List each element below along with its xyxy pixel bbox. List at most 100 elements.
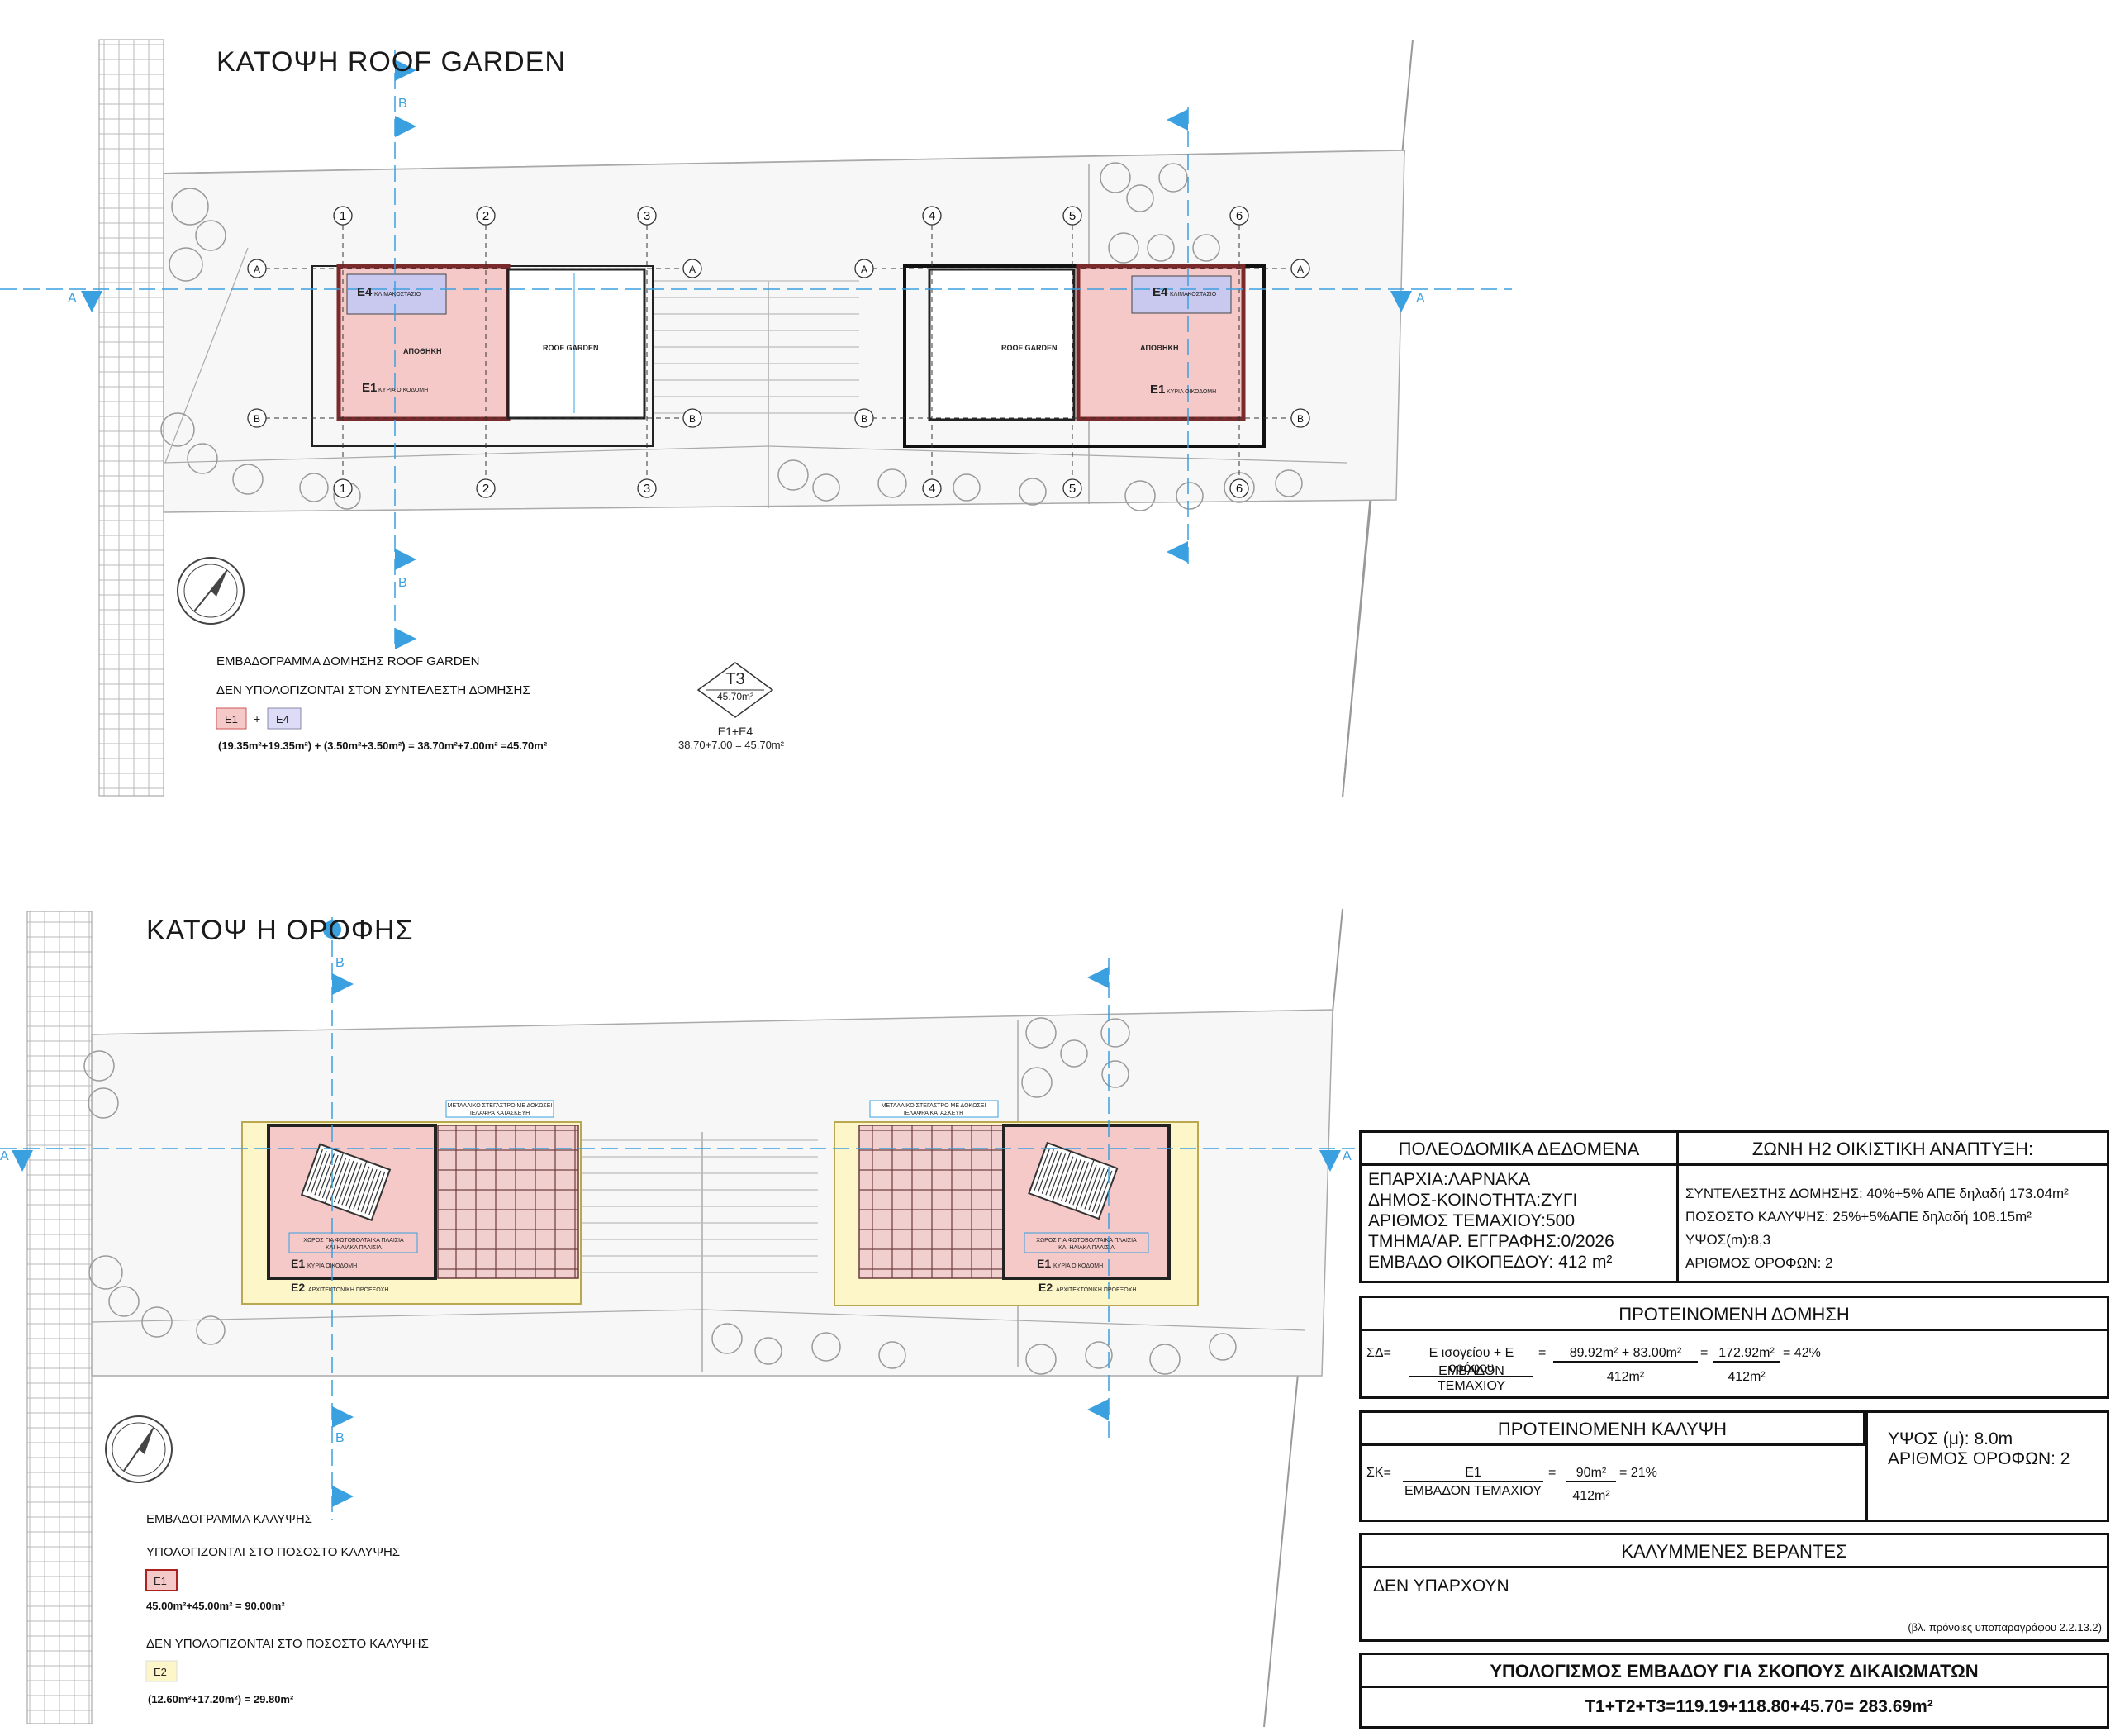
right-floor-e2-label: E2 <box>1038 1281 1053 1294</box>
proposed-coverage-header: ΠΡΟΤΕΙΝΟΜΕΝΗ ΚΑΛΥΨΗ <box>1362 1413 1865 1446</box>
left-storage-label: ΑΠΟΘΗΚΗ <box>403 347 442 355</box>
right-roof-note-line2: ΙΕΛΑΦΡΑ ΚΑΤΑΣΚΕΥΗ <box>904 1111 963 1116</box>
right-projection-label: ΑΡΧΙΤΕΚΤΟΝΙΚΗ ΠΡΟΕΞΟΧΗ <box>1056 1287 1136 1293</box>
planning-right-line: ΣΥΝΤΕΛΕΣΤΗΣ ΔΟΜΗΣΗΣ: 40%+5% ΑΠΕ δηλαδή 1… <box>1685 1186 2069 1201</box>
roof-garden-plan: A A B B 1 2 3 4 5 6 1 2 3 4 5 6 A A <box>0 39 1512 798</box>
planning-data-table: ΠΟΛΕΟΔΟΜΙΚΑ ΔΕΔΟΜΕΝΑ ΖΩΝΗ Η2 ΟΙΚΙΣΤΙΚΗ Α… <box>1359 1130 2109 1283</box>
planning-right-line: ΠΟΣΟΣΤΟ ΚΑΛΥΨΗΣ: 25%+5%ΑΠΕ δηλαδή 108.15… <box>1685 1209 2032 1225</box>
coverage-floors: ΑΡΙΘΜΟΣ ΟΡΟΦΩΝ: 2 <box>1888 1449 2070 1468</box>
grid-label-a-1: A <box>254 264 260 275</box>
floor-plan-title: ΚΑΤΟΨ Η ΟΡΟΦΗΣ <box>146 915 414 946</box>
planning-header-left: ΠΟΛΕΟΔΟΜΙΚΑ ΔΕΔΟΜΕΝΑ <box>1362 1133 1679 1166</box>
left-e4-label: E4 <box>357 285 373 299</box>
floor-section-label-b-top: B <box>335 956 345 970</box>
building-denominator: ΕΜΒΑΔΟΝ ΤΕΜΑΧΙΟΥ <box>1437 1364 1506 1393</box>
right-e4-zone <box>1131 275 1232 314</box>
left-e1-label: E1 <box>362 381 377 395</box>
grid-label-2: 2 <box>482 209 489 223</box>
right-storage-label: ΑΠΟΘΗΚΗ <box>1140 344 1179 352</box>
building-den2: 412m² <box>1606 1370 1645 1384</box>
grid-label-5: 5 <box>1069 209 1076 223</box>
left-roof-note-line2: ΙΕΛΑΦΡΑ ΚΑΤΑΣΚΕΥΗ <box>470 1111 530 1116</box>
verandas-table: ΚΑΛΥΜΜΕΝΕΣ ΒΕΡΑΝΤΕΣ ΔΕΝ ΥΠΑΡΧΟΥΝ (βλ. πρ… <box>1359 1533 2109 1642</box>
left-floor-e2-label: E2 <box>291 1281 305 1294</box>
left-main-label: ΚΥΡΙΑ ΟΙΚΟΔΟΜΗ <box>378 388 428 393</box>
floor-north-arrow-icon <box>105 1415 173 1483</box>
t3-tag-name: T3 <box>725 670 744 688</box>
right-floor-e1-label: E1 <box>1037 1257 1051 1270</box>
right-roof-note-line1: ΜΕΤΑΛΛΙΚΟ ΣΤΕΓΑΣΤΡΟ ΜΕ ΔΟΚΩΣΕΙ <box>882 1103 986 1109</box>
planning-right-line: ΥΨΟΣ(m):8,3 <box>1685 1232 1771 1248</box>
planning-right-body: ΣΥΝΤΕΛΕΣΤΗΣ ΔΟΜΗΣΗΣ: 40%+5% ΑΠΕ δηλαδή 1… <box>1679 1166 2107 1281</box>
grid-label-3-bottom: 3 <box>644 482 650 496</box>
roof-area-formula: (19.35m²+19.35m²) + (3.50m²+3.50m²) = 38… <box>218 740 548 752</box>
section-label-a-left: A <box>68 292 77 306</box>
grid-label-5-bottom: 5 <box>1069 482 1076 496</box>
building-num2: 89.92m² + 83.00m² <box>1553 1346 1698 1363</box>
section-label-a-right: A <box>1416 292 1425 306</box>
planning-left-line: ΕΜΒΑΔΟ ΟΙΚΟΠΕΔΟΥ: 412 m² <box>1368 1253 1613 1272</box>
pavement-strip-lower <box>26 911 93 1724</box>
rights-table: ΥΠΟΛΟΓΙΣΜΟΣ ΕΜΒΑΔΟΥ ΓΙΑ ΣΚΟΠΟΥΣ ΔΙΚΑΙΩΜΑ… <box>1359 1653 2109 1729</box>
roof-area-note: ΔΕΝ ΥΠΟΛΟΓΙΖΟΝΤΑΙ ΣΤΟΝ ΣΥΝΤΕΛΕΣΤΗ ΔΟΜΗΣΗ… <box>216 683 530 697</box>
left-roof-garden-label: ROOF GARDEN <box>543 344 599 352</box>
grid-label-4-bottom: 4 <box>929 482 935 496</box>
floor-section-label-a-right: A <box>1343 1149 1352 1163</box>
coverage-numerator: Ε1 <box>1403 1466 1543 1482</box>
planning-header-right: ΖΩΝΗ Η2 ΟΙΚΙΣΤΙΚΗ ΑΝΑΠΤΥΞΗ: <box>1679 1133 2107 1166</box>
planning-left-line: ΤΜΗΜΑ/ΑΡ. ΕΓΓΡΑΦΗΣ:0/2026 <box>1368 1232 1614 1251</box>
floor-area-title: ΕΜΒΑΔΟΓΡΑΜΜΑ ΚΑΛΥΨΗΣ <box>146 1512 312 1526</box>
right-e4-label: E4 <box>1153 285 1168 299</box>
grid-label-6-bottom: 6 <box>1236 482 1243 496</box>
left-floor-main-label: ΚΥΡΙΑ ΟΙΚΟΔΟΜΗ <box>307 1263 357 1269</box>
coverage-result: = 21% <box>1619 1466 1657 1480</box>
building-den3: 412m² <box>1728 1370 1766 1384</box>
floor-section-label-b-bottom: B <box>335 1431 345 1445</box>
planning-left-body: ΕΠΑΡΧΙΑ:ΛΑΡΝΑΚΑ ΔΗΜΟΣ-ΚΟΙΝΟΤΗΤΑ:ΖΥΓΙ ΑΡΙ… <box>1362 1166 1679 1281</box>
left-pv-line1: ΧΩΡΟΣ ΓΙΑ ΦΩΤΟΒΟΛΤΑΙΚΑ ΠΛΑΙΣΙΑ <box>303 1238 404 1244</box>
right-pv-panels <box>1028 1141 1119 1220</box>
rights-header: ΥΠΟΛΟΓΙΣΜΟΣ ΕΜΒΑΔΟΥ ΓΙΑ ΣΚΟΠΟΥΣ ΔΙΚΑΙΩΜΑ… <box>1362 1655 2107 1688</box>
planning-left-line: ΑΡΙΘΜΟΣ ΤΕΜΑΧΙΟΥ:500 <box>1368 1211 1576 1230</box>
pavement-strip <box>98 39 164 797</box>
planning-left-line: ΕΠΑΡΧΙΑ:ΛΑΡΝΑΚΑ <box>1368 1170 1531 1189</box>
floor-legend-e1: E1 <box>154 1575 167 1587</box>
planning-left-line: ΔΗΜΟΣ-ΚΟΙΝΟΤΗΤΑ:ΖΥΓΙ <box>1368 1191 1578 1210</box>
building-symbol: ΣΔ= <box>1366 1346 1391 1360</box>
roof-legend-e1: E1 <box>225 713 238 725</box>
left-stair-label: ΚΛΙΜΑΚΟΣΤΑΣΙΟ <box>374 292 421 297</box>
floor-excluded-note: ΔΕΝ ΥΠΟΛΟΓΙΖΟΝΤΑΙ ΣΤΟ ΠΟΣΟΣΤΟ ΚΑΛΥΨΗΣ <box>146 1637 429 1651</box>
proposed-building-table: ΠΡΟΤΕΙΝΟΜΕΝΗ ΔΟΜΗΣΗ ΣΔ= Ε ισογείου + Ε ο… <box>1359 1296 2109 1399</box>
landscape-shrubs <box>160 162 1303 511</box>
grid-label-2-bottom: 2 <box>482 482 489 496</box>
right-e1-label: E1 <box>1150 383 1165 397</box>
coverage-den2: 412m² <box>1572 1489 1610 1503</box>
floor-plan: A A B B ΚΑΤΟΨ Η ΟΡΟΦΗΣ ΜΕΤΑΛΛΙΚΟ ΣΤΕΓΑΣΤ… <box>0 908 1355 1728</box>
grid-label-3: 3 <box>644 209 650 223</box>
floor-legend-e2: E2 <box>154 1666 167 1678</box>
grid-label-4: 4 <box>929 209 935 223</box>
right-pv-line1: ΧΩΡΟΣ ΓΙΑ ΦΩΤΟΒΟΛΤΑΙΚΑ ΠΛΑΙΣΙΑ <box>1036 1238 1137 1244</box>
t3-tag <box>696 662 774 718</box>
t3-sum: 38.70+7.00 = 45.70m² <box>678 739 785 751</box>
building-result: = 42% <box>1783 1346 1821 1360</box>
grid-label-1: 1 <box>340 209 346 223</box>
roof-area-title: ΕΜΒΑΔΟΓΡΑΜΜΑ ΔΟΜΗΣΗΣ ROOF GARDEN <box>216 654 479 668</box>
right-main-label: ΚΥΡΙΑ ΟΙΚΟΔΟΜΗ <box>1167 389 1216 395</box>
floor-section-label-a-left: A <box>0 1149 9 1163</box>
left-projection-label: ΑΡΧΙΤΕΚΤΟΝΙΚΗ ΠΡΟΕΞΟΧΗ <box>308 1287 388 1293</box>
grid-bubbles <box>247 206 1310 498</box>
north-arrow-icon <box>177 557 245 625</box>
grid-label-1-bottom: 1 <box>340 482 346 496</box>
proposed-building-header: ΠΡΟΤΕΙΝΟΜΕΝΗ ΔΟΜΗΣΗ <box>1362 1298 2107 1331</box>
roof-plan-title: ΚΑΤΟΨΗ ROOF GARDEN <box>216 46 566 78</box>
building-numerator: Ε ισογείου + Ε ορόφου <box>1409 1346 1533 1377</box>
building-eq1: = <box>1538 1346 1547 1360</box>
verandas-note: (βλ. πρόνοιες υποπαραγράφου 2.2.13.2) <box>1908 1621 2102 1634</box>
left-pv-panels <box>300 1143 392 1221</box>
planning-right-line: ΑΡΙΘΜΟΣ ΟΡΟΦΩΝ: 2 <box>1685 1255 1833 1271</box>
roof-legend-plus: + <box>254 712 260 725</box>
right-pv-line2: ΚΑΙ ΗΛΙΑΚΑ ΠΛΑΙΣΙΑ <box>1058 1245 1115 1251</box>
building-eq2: = <box>1700 1346 1709 1360</box>
